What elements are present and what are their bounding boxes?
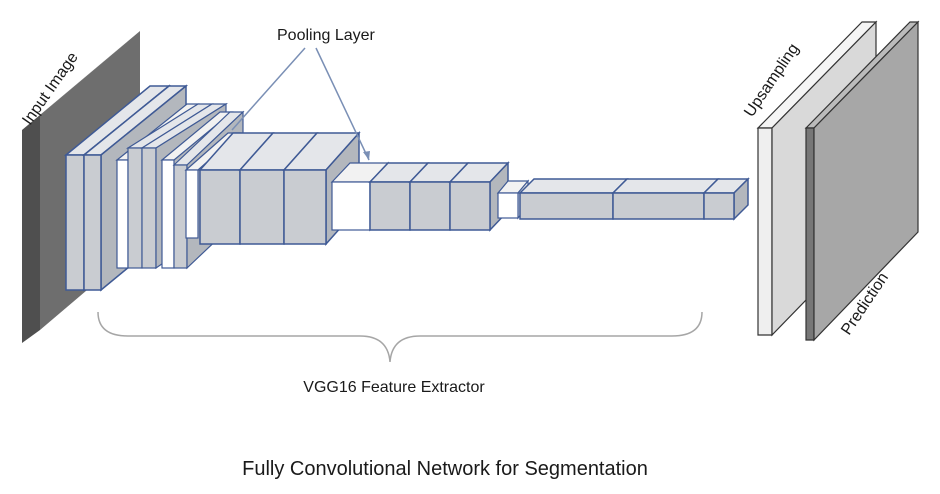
diagram-caption: Fully Convolutional Network for Segmenta… bbox=[242, 458, 648, 480]
prediction-face bbox=[813, 20, 919, 342]
conv-slab bbox=[612, 192, 705, 220]
prediction-side bbox=[805, 127, 815, 341]
conv-slab bbox=[173, 164, 188, 269]
pooling-pointer-line bbox=[231, 47, 306, 131]
vgg16-label: VGG16 Feature Extractor bbox=[303, 379, 485, 396]
prediction-slab bbox=[804, 20, 920, 342]
pool-slab bbox=[331, 181, 371, 231]
input-image-top-edge bbox=[22, 31, 140, 130]
conv-block-3 bbox=[198, 131, 361, 246]
input-image-side bbox=[22, 115, 40, 343]
conv-slab bbox=[127, 147, 143, 269]
conv-slab bbox=[199, 169, 241, 245]
pooling-layer-label: Pooling Layer bbox=[277, 27, 376, 44]
conv-slab bbox=[141, 147, 157, 269]
pooling-pointer-arrowhead bbox=[363, 151, 370, 160]
conv-slab bbox=[65, 154, 85, 291]
upsampling-side bbox=[757, 127, 773, 336]
conv-slab bbox=[703, 192, 735, 220]
conv-slab bbox=[519, 192, 614, 220]
conv-slab bbox=[283, 169, 327, 245]
pooling-pointer-line bbox=[315, 47, 370, 161]
conv-slab bbox=[409, 181, 451, 231]
conv-block-4 bbox=[368, 161, 510, 232]
pool-slab bbox=[497, 192, 519, 219]
conv-slab bbox=[239, 169, 285, 245]
conv-slab bbox=[449, 181, 491, 231]
pool-slab bbox=[161, 159, 175, 269]
pool-slab bbox=[185, 169, 199, 239]
conv-block-5 bbox=[518, 177, 750, 221]
conv-slab bbox=[369, 181, 411, 231]
vgg16-brace bbox=[97, 311, 703, 363]
conv-slab bbox=[83, 154, 102, 291]
pooling-callout-lines bbox=[231, 47, 370, 161]
pool-slab bbox=[116, 159, 129, 269]
